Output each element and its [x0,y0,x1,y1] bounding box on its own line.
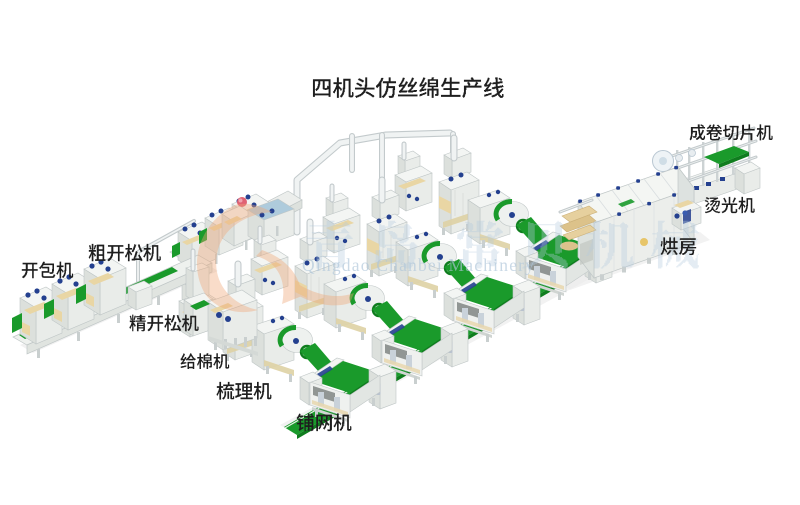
svg-text:Qingdao Chanbei Machinery: Qingdao Chanbei Machinery [302,255,535,275]
